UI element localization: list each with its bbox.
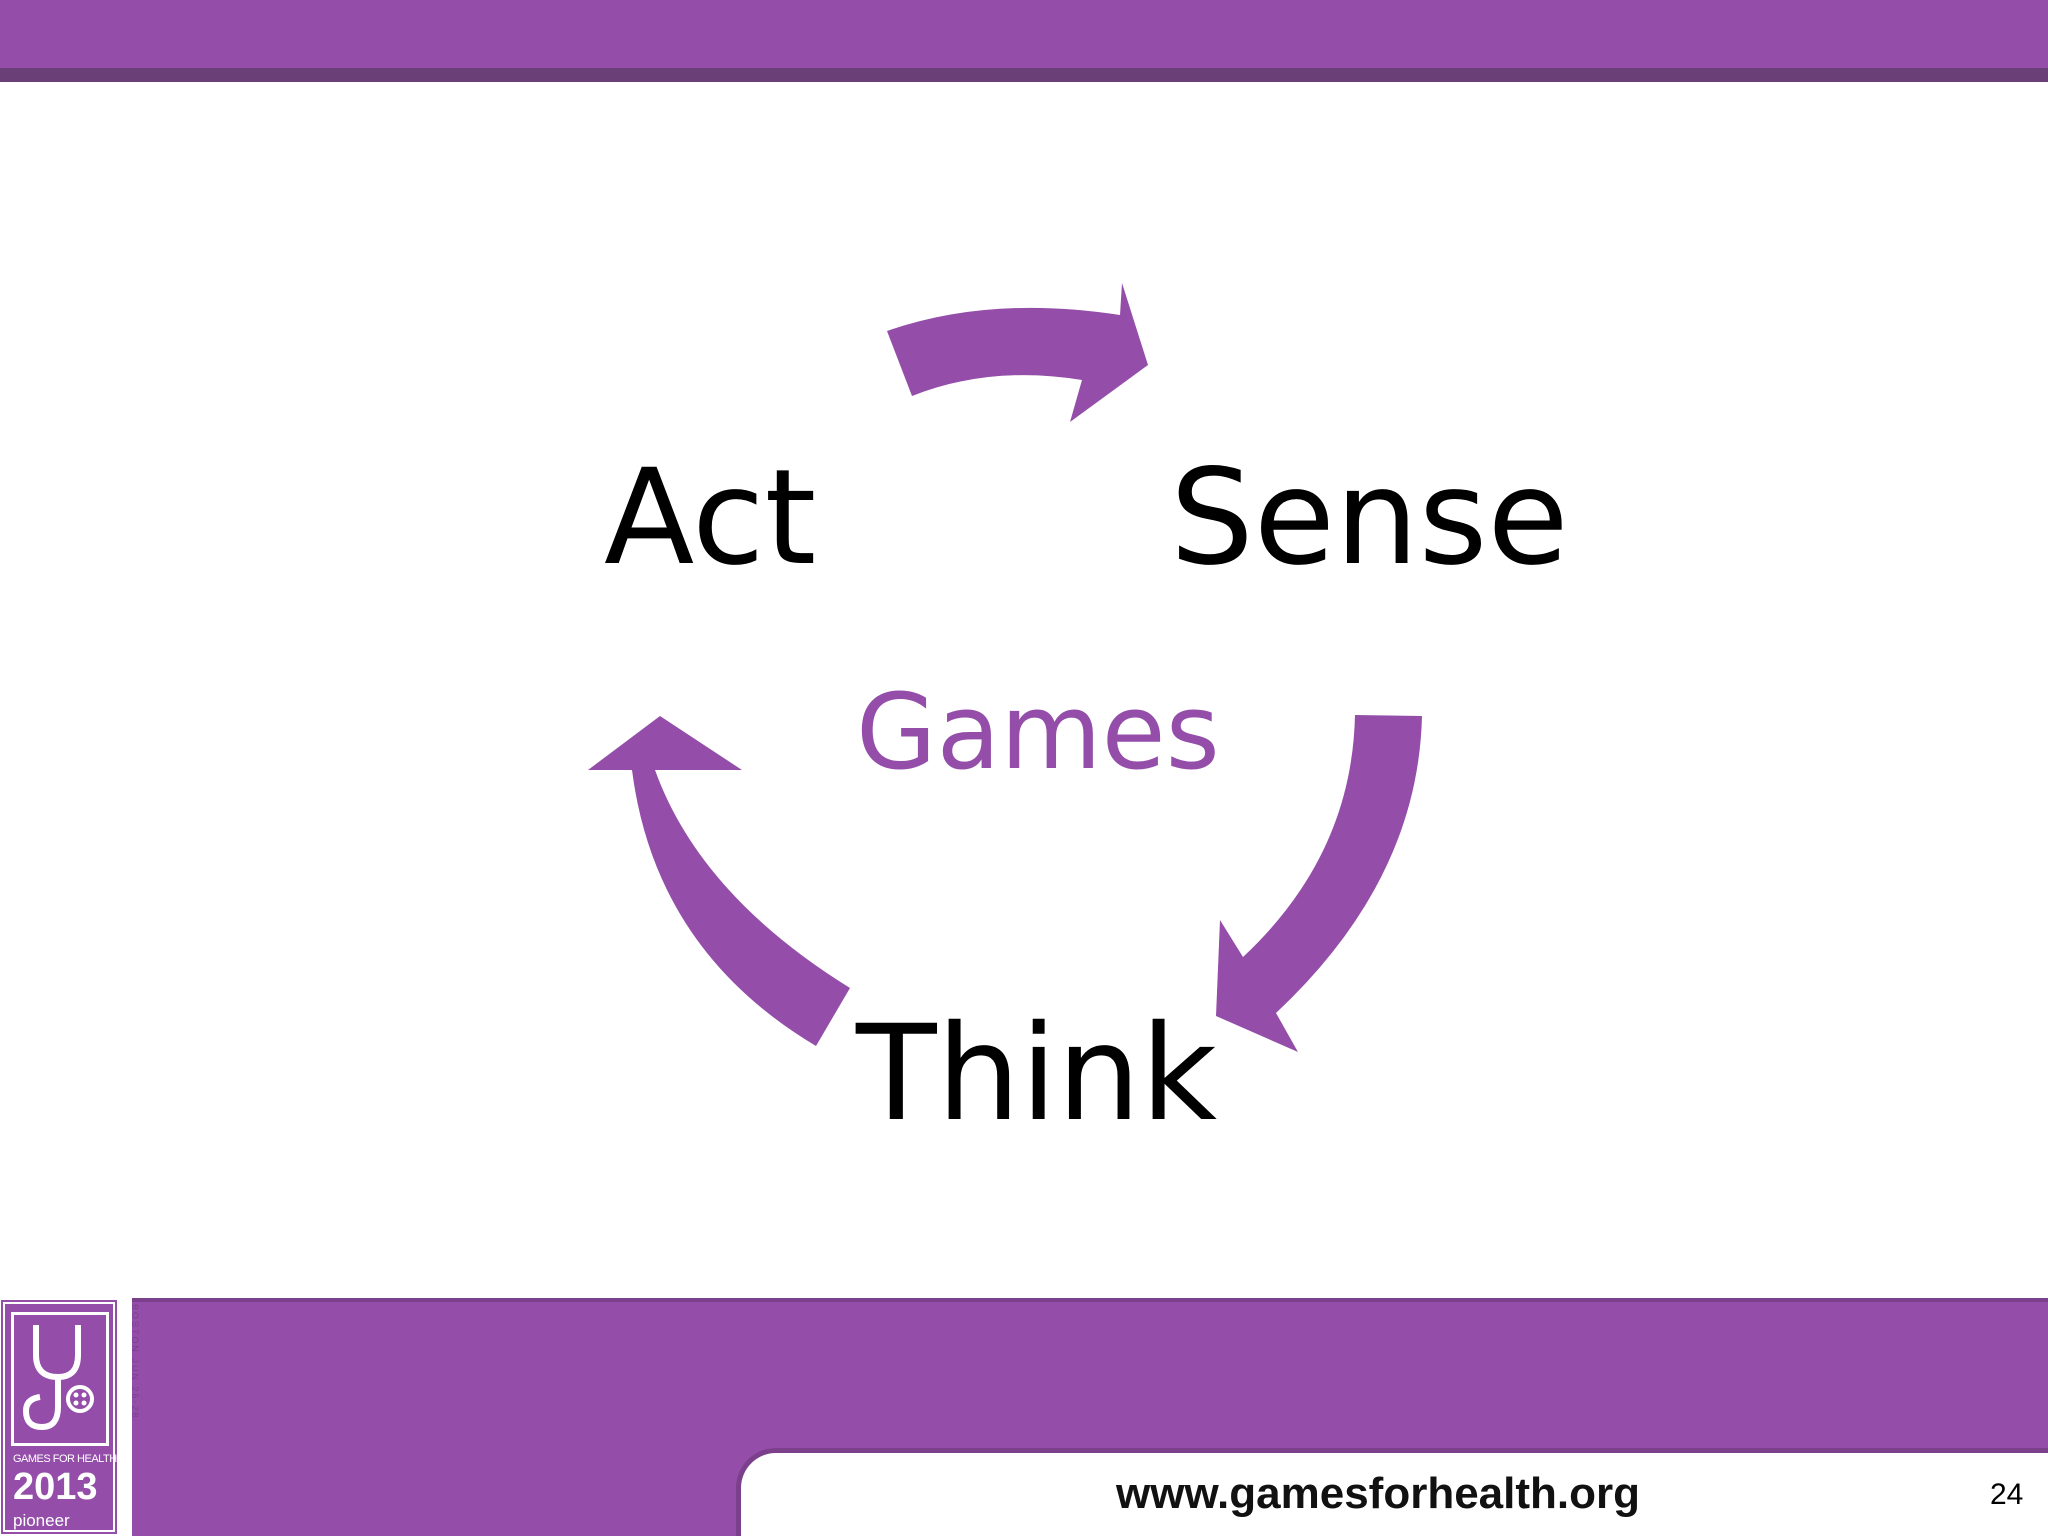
cycle-step-sense: Sense xyxy=(1170,441,1569,595)
logo-frame xyxy=(11,1312,109,1446)
footer-card xyxy=(736,1448,2048,1536)
logo-year: 2013 xyxy=(13,1466,98,1508)
logo-badge: pioneer xyxy=(13,1511,70,1530)
cycle-center-label: Games xyxy=(856,671,1220,793)
cycle-arrow-think-to-act xyxy=(588,716,850,1046)
cycle-arrow-sense-to-think xyxy=(1216,715,1422,1052)
top-banner-edge xyxy=(0,68,2048,82)
page-number: 24 xyxy=(1990,1478,2024,1511)
cycle-step-act: Act xyxy=(604,441,817,595)
stethoscope-gamepad-icon xyxy=(22,1325,94,1431)
top-banner xyxy=(0,0,2048,68)
cycle-arrow-act-to-sense xyxy=(887,283,1148,422)
event-logo: GAMES FOR HEALTH 2013 pioneer xyxy=(0,1298,132,1536)
logo-caption: GAMES FOR HEALTH xyxy=(13,1453,117,1465)
logo-box: GAMES FOR HEALTH 2013 pioneer xyxy=(1,1300,117,1534)
cycle-step-think: Think xyxy=(856,997,1218,1151)
logo-side-text: BOSTON JUN 26-28 xyxy=(130,1304,140,1420)
footer-url-link[interactable]: www.gamesforhealth.org xyxy=(1116,1469,1641,1518)
